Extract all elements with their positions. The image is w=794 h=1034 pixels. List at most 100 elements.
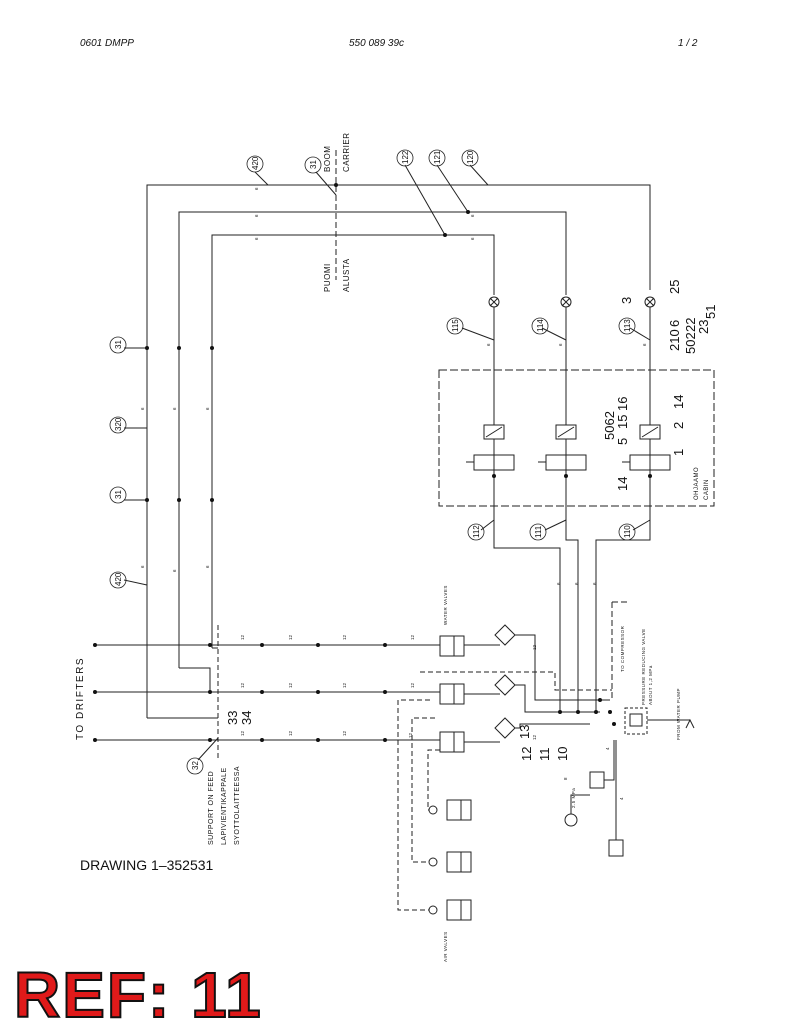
item-number: 16 [615,397,630,411]
alusta-label: ALUSTA [342,258,351,292]
from-water-pump-label: FROM WATER PUMP [676,688,681,740]
item-number: 25 [667,280,682,294]
item-number: 10 [555,747,570,761]
water-valves-label: WATER VALVES [443,585,448,625]
line-size: 12 [532,644,537,650]
ref-badge: REF: 11 [13,958,263,1032]
ohjaamo-label: OHJAAMO [694,467,700,500]
line-size: 4 [619,797,624,800]
line-size: 12 [342,634,347,640]
item-number: 34 [239,711,254,725]
hose-line-outer [146,184,651,718]
line-size: 6 [486,343,491,346]
line-size: 12 [408,732,413,738]
item-number: 6 [667,320,682,327]
item-number: 1 [671,449,686,456]
line-size: 12 [410,634,415,640]
item-number: 13 [517,725,532,739]
item-number: 3 [619,297,634,304]
pressure-setting-label: 2.5 MPa [571,788,576,808]
item-number: 111 [534,525,543,538]
line-size: 6 [574,582,579,585]
cabin-label: CABIN [704,479,710,500]
line-size: 6 [140,407,145,410]
drawing-number: DRAWING 1–352531 [80,857,214,873]
line-size: 4 [605,747,610,750]
lapiviento-label: LAPIVIENTIKAPPALE [221,767,228,845]
air-valves-label: AIR VALVES [443,931,448,962]
line-size: 6 [172,407,177,410]
item-number: 32 [191,761,200,770]
about-pressure-label: ABOUT 1,2 MPa [648,665,653,705]
item-number: 502 [683,332,698,354]
line-size: 6 [470,214,475,217]
cabin-boundary [438,369,715,507]
item-number-labels: 420 31 122 121 120 31 320 31 420 115 114… [114,150,718,770]
item-number: 112 [472,525,481,538]
line-size: 8 [563,777,568,780]
item-number: 121 [433,150,442,164]
line-size: 12 [240,682,245,688]
carrier-label: CARRIER [342,132,351,172]
line-size: 6 [556,582,561,585]
item-number: 14 [615,477,630,491]
item-number: 122 [401,150,410,164]
line-size: 6 [205,565,210,568]
item-number: 115 [451,319,460,332]
header-document-code: 0601 DMPP [80,38,134,49]
line-size: 12 [240,634,245,640]
item-number: 33 [225,711,240,725]
item-number: 51 [703,305,718,319]
line-size: 6 [254,187,259,190]
line-size: 12 [240,730,245,736]
item-number: 11 [537,748,552,762]
line-size: 6 [254,237,259,240]
puomi-label: PUOMI [323,263,332,292]
line-size: 6 [558,343,563,346]
line-size: 12 [342,682,347,688]
item-number: 210 [667,329,682,351]
item-number: 114 [536,319,545,332]
header-part-number: 550 089 39c [349,38,405,49]
line-size: 12 [410,682,415,688]
line-size: 12 [288,730,293,736]
line-size-labels: 6 6 6 6 6 6 6 6 6 6 6 6 6 6 6 6 6 12 12 … [140,187,647,800]
boom-label: BOOM [323,146,332,172]
item-number: 31 [114,340,123,349]
hose-line-middle [178,211,567,668]
item-number: 420 [114,572,123,586]
to-compressor-label: TO COMPRESSOR [620,625,625,672]
line-size: 6 [172,569,177,572]
item-number: 320 [114,417,123,431]
item-number: 5 [615,438,630,445]
item-number: 110 [623,525,632,538]
line-size: 6 [642,343,647,346]
line-size: 12 [288,634,293,640]
item-number: 14 [671,395,686,409]
line-size: 6 [592,582,597,585]
item-number: 5062 [602,411,617,440]
item-number: 420 [251,156,260,170]
item-number: 31 [114,490,123,499]
header-page-number: 1 / 2 [678,38,698,49]
line-size: 6 [205,407,210,410]
item-number: 31 [309,160,318,169]
item-number: 23 [696,320,711,334]
line-size: 6 [254,214,259,217]
item-number: 22 [683,318,698,332]
item-number: 2 [671,422,686,429]
line-size: 12 [342,730,347,736]
line-size: 6 [470,237,475,240]
line-size: 6 [140,565,145,568]
item-number: 113 [623,319,632,332]
syottolaitteessa-label: SYOTTOLAITTEESSA [234,766,241,845]
pressure-reducing-label: PRESSURE REDUCING VALVE [641,628,646,705]
to-drifters-label: TO DRIFTERS [75,657,86,740]
item-number: 120 [466,150,475,164]
item-number: 12 [519,747,534,761]
line-size: 12 [532,734,537,740]
hose-line-inner [211,234,495,648]
line-size: 12 [288,682,293,688]
support-on-feed-label: SUPPORT ON FEED [208,771,215,845]
